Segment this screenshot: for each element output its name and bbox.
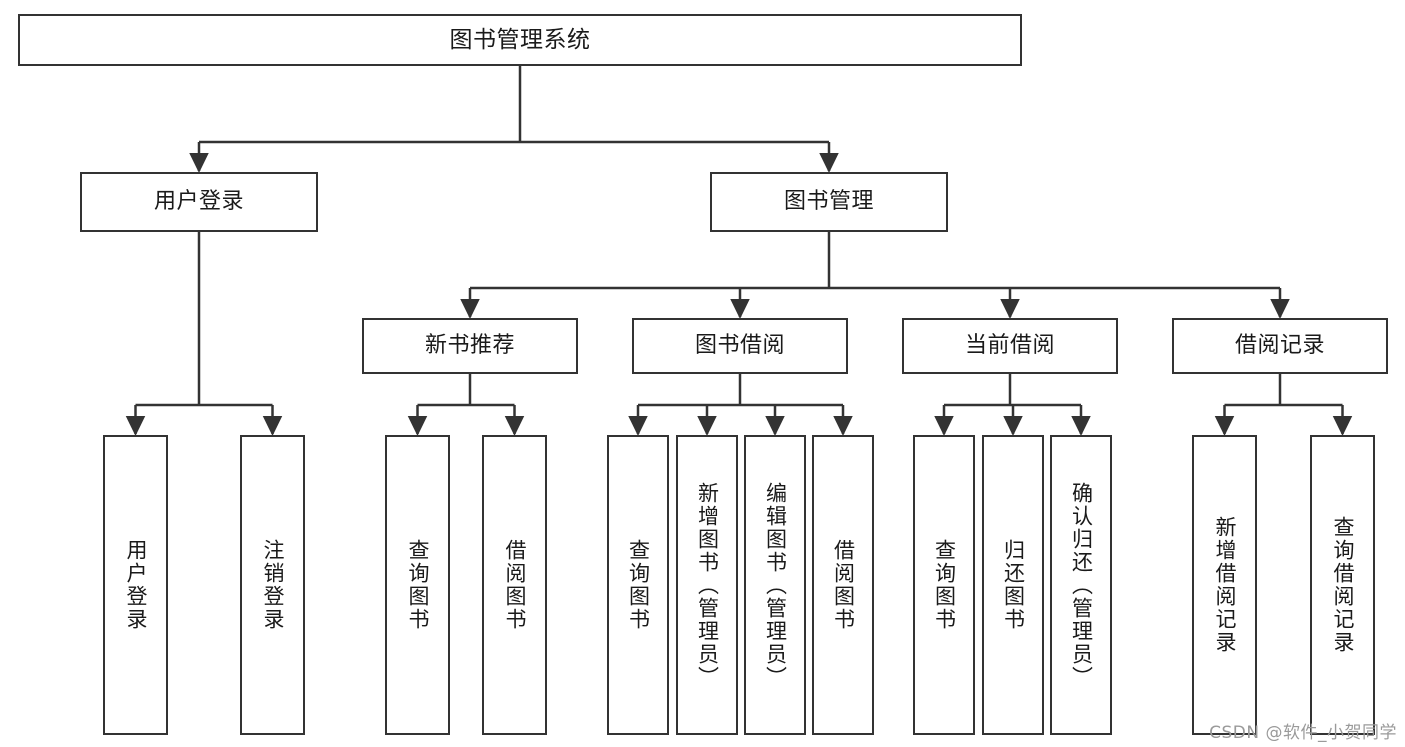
node-label: 用户登录 [153,189,244,215]
node-book-manage[interactable]: 图书管理 [710,172,948,232]
edge-group [125,66,1353,437]
node-leaf-edit-book[interactable]: 编辑图书（管理员） [744,435,806,735]
node-leaf-query-book-3[interactable]: 查询图书 [913,435,975,735]
node-label: 查询图书 [626,539,651,631]
node-label: 新书推荐 [424,333,515,359]
node-label: 新增借阅记录 [1213,516,1238,654]
node-leaf-query-record[interactable]: 查询借阅记录 [1310,435,1375,735]
node-label: 借阅图书 [831,539,856,631]
node-current-borrow[interactable]: 当前借阅 [902,318,1118,374]
node-label: 查询借阅记录 [1331,516,1356,654]
node-label: 确认归还（管理员） [1069,481,1094,689]
node-label: 新增图书（管理员） [695,481,720,689]
node-label: 查询图书 [406,539,431,631]
node-leaf-confirm-return[interactable]: 确认归还（管理员） [1050,435,1112,735]
node-root[interactable]: 图书管理系统 [18,14,1022,66]
node-label: 图书管理 [783,189,874,215]
node-leaf-borrow-book-2[interactable]: 借阅图书 [812,435,874,735]
node-leaf-return-book[interactable]: 归还图书 [982,435,1044,735]
node-label: 用户登录 [124,539,149,631]
node-label: 注销登录 [261,539,286,631]
node-borrow-record[interactable]: 借阅记录 [1172,318,1388,374]
node-label: 借阅图书 [503,539,528,631]
node-label: 查询图书 [932,539,957,631]
node-leaf-add-book[interactable]: 新增图书（管理员） [676,435,738,735]
node-new-book-recommend[interactable]: 新书推荐 [362,318,578,374]
node-book-borrow[interactable]: 图书借阅 [632,318,848,374]
node-user-login[interactable]: 用户登录 [80,172,318,232]
node-label: 借阅记录 [1234,333,1325,359]
node-leaf-user-login[interactable]: 用户登录 [103,435,168,735]
node-leaf-borrow-book-1[interactable]: 借阅图书 [482,435,547,735]
node-label: 编辑图书（管理员） [763,481,788,689]
node-label: 图书管理系统 [449,26,591,53]
node-leaf-query-book-2[interactable]: 查询图书 [607,435,669,735]
node-label: 当前借阅 [964,333,1055,359]
node-leaf-add-record[interactable]: 新增借阅记录 [1192,435,1257,735]
node-label: 图书借阅 [694,333,785,359]
watermark-label: CSDN @软件_小贺同学 [1209,723,1397,743]
node-leaf-query-book-1[interactable]: 查询图书 [385,435,450,735]
node-label: 归还图书 [1001,539,1026,631]
node-leaf-logout[interactable]: 注销登录 [240,435,305,735]
